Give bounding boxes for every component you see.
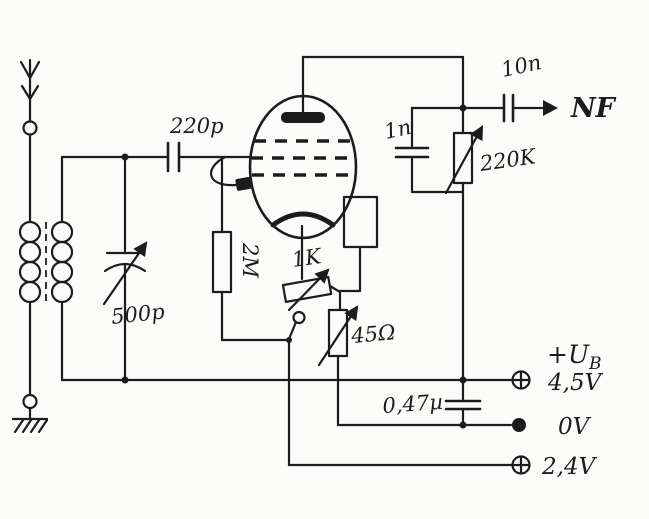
label-500p: 500p (110, 300, 166, 329)
capacitor-0u47 (444, 378, 482, 427)
terminal-0v-dot (512, 418, 526, 432)
label-supply-sub: B (588, 354, 602, 374)
label-1n: 1n (382, 115, 413, 144)
coil-primary (18, 220, 42, 304)
label-10n: 10n (499, 50, 543, 82)
wiper-terminal (292, 310, 306, 325)
resistor-2m (211, 155, 291, 342)
grid-cap-terminal (235, 177, 252, 191)
terminal-plus-2v4-icon (511, 455, 531, 475)
grid-lead-curve (209, 155, 238, 187)
vacuum-tube (248, 55, 379, 293)
label-0u47: 0,47µ (382, 390, 444, 418)
coil-secondary (50, 220, 74, 304)
label-supply-main: +U (547, 340, 590, 369)
junction-dot (459, 421, 467, 429)
antenna-terminal (22, 120, 38, 136)
electrode-box-lead (338, 245, 362, 293)
label-220p: 220p (169, 114, 224, 138)
label-nf-output: NF (570, 93, 617, 124)
ground-icon (11, 406, 49, 434)
rheostat-45ohm (317, 305, 359, 427)
label-0v: 0V (558, 414, 592, 440)
label-220k: 220K (477, 144, 538, 176)
label-2v4: 2,4V (541, 454, 598, 480)
anode-top-wire (301, 55, 465, 110)
antenna-icon (19, 58, 41, 123)
grid-dashes (251, 139, 355, 177)
label-45ohm: 45Ω (349, 320, 396, 348)
variable-capacitor-500p (102, 155, 148, 382)
capacitor-10n (502, 93, 545, 123)
label-2m: 2M (238, 242, 262, 278)
label-1k: 1K (290, 244, 323, 272)
cathode-filament (270, 211, 336, 228)
label-4v5: 4,5V (547, 370, 604, 396)
output-arrow-icon (543, 100, 558, 116)
ground-terminal (22, 393, 38, 410)
junction-dot (121, 376, 129, 384)
anode-plate (281, 112, 325, 123)
resistor-220k (444, 106, 484, 382)
potentiometer-1k (281, 268, 342, 341)
label-supply-ub: +UB (547, 340, 602, 374)
capacitor-220p (166, 141, 181, 173)
terminal-plus-4v5-icon (511, 370, 531, 390)
